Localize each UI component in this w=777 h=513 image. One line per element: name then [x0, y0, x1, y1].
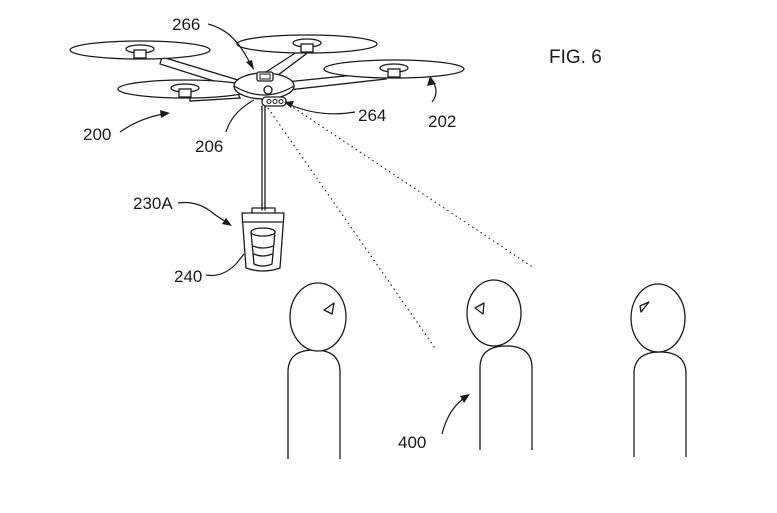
label-264: 264: [358, 106, 386, 125]
propeller-front-left: [117, 79, 253, 99]
leader-lines: [119, 23, 470, 435]
label-266: 266: [172, 15, 200, 34]
drone: [69, 34, 465, 107]
person-body: [287, 349, 341, 459]
propeller-back-right: [236, 34, 378, 54]
leader-240: [205, 253, 245, 277]
label-230A: 230A: [133, 194, 173, 213]
sight-line-right: [284, 101, 535, 269]
leader-206: [225, 99, 255, 133]
label-200: 200: [83, 125, 111, 144]
person-body: [633, 351, 687, 457]
label-202: 202: [428, 112, 456, 131]
sensor-module: [261, 96, 287, 107]
person-body: [479, 345, 533, 450]
leader-200: [119, 113, 165, 133]
figure-title: FIG. 6: [549, 47, 602, 68]
payload-container: [241, 207, 285, 272]
camera-module: [256, 71, 274, 82]
propeller-back-left: [69, 40, 211, 60]
person-head: [289, 282, 347, 352]
tether: [261, 105, 266, 211]
sight-line-left: [267, 107, 436, 349]
person-2: [466, 279, 533, 450]
cup-icon: [250, 231, 276, 267]
label-400: 400: [398, 433, 426, 452]
person-3: [630, 283, 687, 457]
leader-264: [287, 103, 356, 115]
leader-266: [207, 23, 253, 67]
person-head: [630, 283, 686, 353]
label-240: 240: [174, 267, 202, 286]
leader-230A: [177, 201, 227, 223]
eye-icon: [323, 302, 335, 315]
leader-400: [441, 397, 465, 435]
eye-icon: [474, 302, 485, 315]
label-206: 206: [195, 137, 223, 156]
person-head: [466, 279, 522, 347]
propeller-front-right: [323, 59, 465, 79]
camera-lens: [263, 85, 273, 95]
person-1: [287, 282, 347, 459]
sight-lines: [267, 101, 535, 349]
eye-icon: [639, 301, 650, 313]
